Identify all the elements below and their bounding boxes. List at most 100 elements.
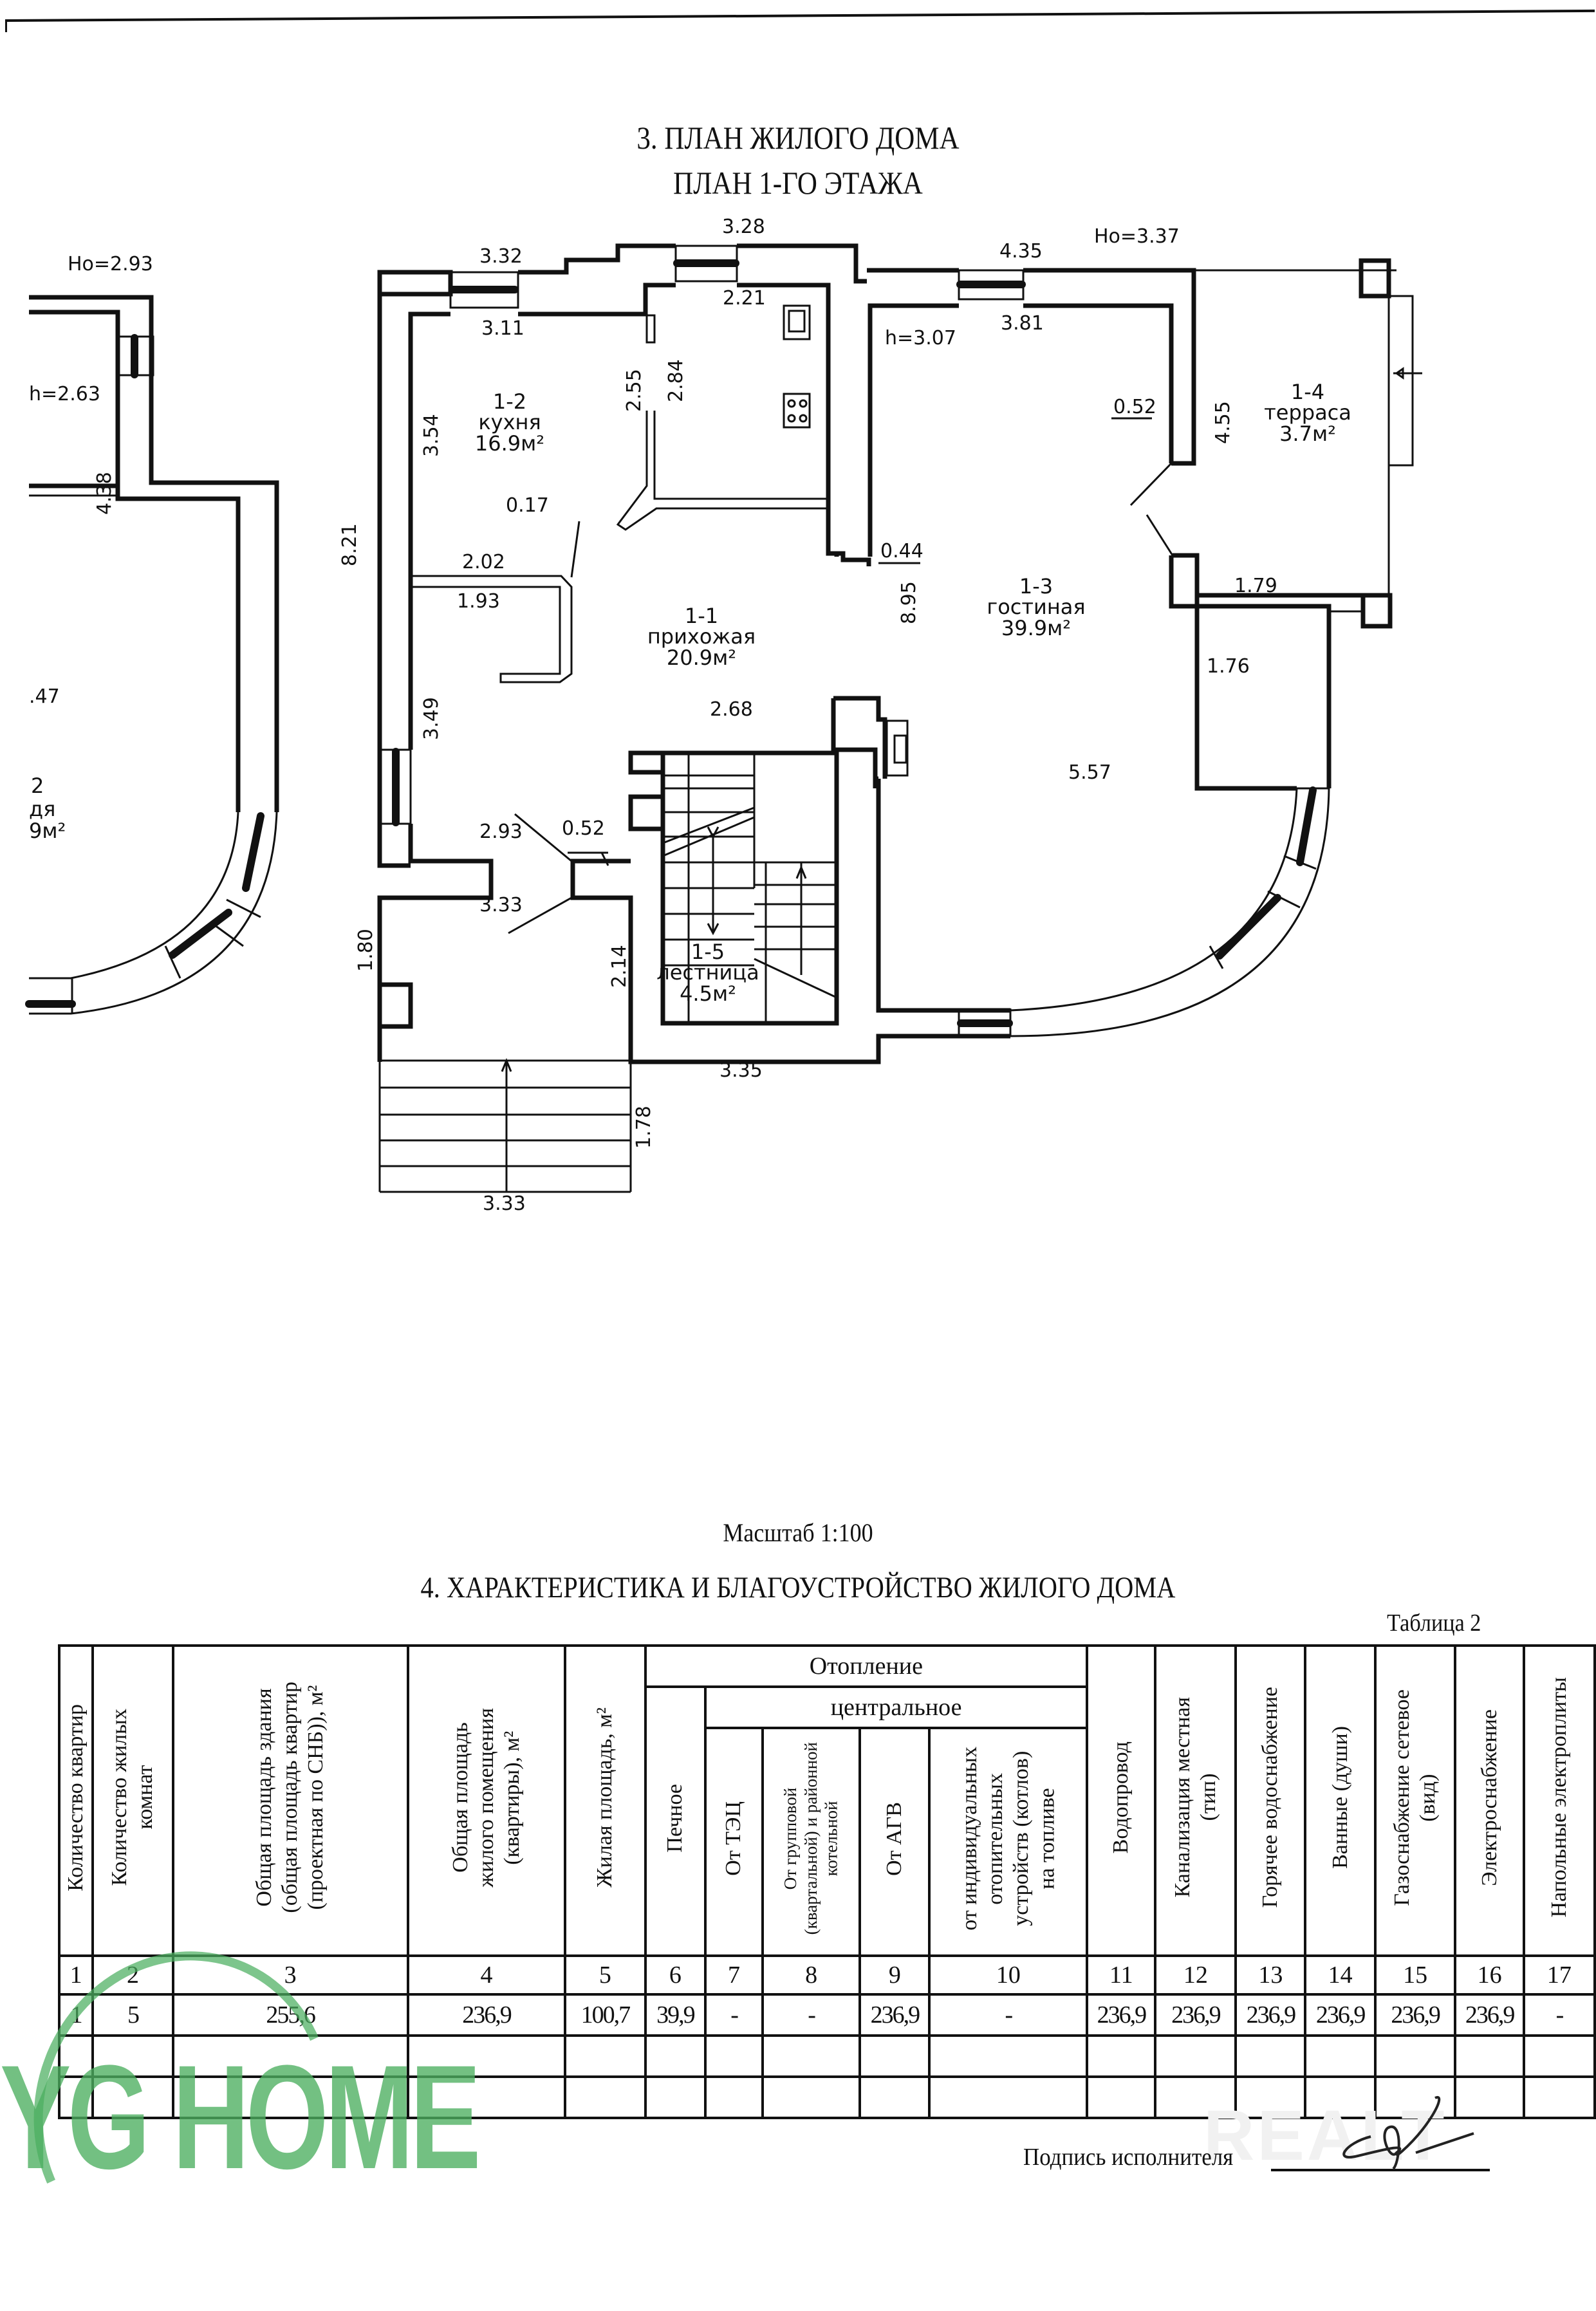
column-number: 6 [644,1954,707,1996]
page-corner-mark [5,19,7,32]
header-central-group: центральное [704,1685,1089,1729]
dim-3-32: 3.32 [479,245,523,268]
cell-sewerage: 236,9 [1154,1993,1238,2037]
header-gas-supply: Газоснабжение сетевое (вид) [1373,1644,1457,1957]
header-sewerage: Канализация местная (тип) [1154,1644,1238,1957]
dim-1-79: 1.79 [1234,575,1277,597]
yg-home-watermark: YG HOME [0,2034,481,2200]
table-label: Таблица 2 [1387,1610,1481,1637]
table-header-row-3: От ТЭЦ От групповой (квартальной) и райо… [59,1727,1595,1957]
cell-electric-stoves: - [1522,1993,1596,2037]
header-stove-heating: Печное [644,1685,707,1957]
dim-2-93: 2.93 [479,821,523,843]
room-name: прихожая [647,624,756,649]
table-row: 1 5 255,6 236,9 100,7 39,9 - - 236,9 - 2… [57,1993,1596,2037]
room-area: 4.5м² [680,981,736,1006]
column-number: 8 [761,1954,862,1996]
direction-arrows [501,826,807,1072]
dim-3-81: 3.81 [1001,312,1044,335]
signature-line [1271,2169,1490,2171]
section-4-title: 4. ХАРАКТЕРИСТИКА И БЛАГОУСТРОЙСТВО ЖИЛО… [420,1571,1176,1604]
cell-electricity: 236,9 [1454,1993,1525,2037]
room-label-kitchen: 1-2 кухня 16.9м² [475,389,544,456]
dim-3-28: 3.28 [722,216,765,238]
header-baths: Ванные (души) [1304,1644,1377,1957]
dim-3-33-hall: 3.33 [479,894,523,916]
header-water-supply: Водопровод [1086,1644,1157,1957]
room-label-hallway: 1-1 прихожая 20.9м² [647,604,756,670]
dim-2-68: 2.68 [710,698,753,721]
cell-from-agv: 236,9 [858,1993,931,2037]
column-number: 13 [1234,1954,1307,1996]
room-area: 16.9м² [475,431,544,456]
signature-scribble [1342,2095,1474,2170]
header-electricity: Электроснабжение [1454,1644,1525,1957]
floor-plan-title: ПЛАН 1-ГО ЭТАЖА [673,165,923,201]
header-individual-heating: от индивидуальных отопительных устройств… [928,1727,1089,1957]
header-total-building-area: Общая площадь здания (общая площадь квар… [171,1644,409,1957]
dim-3-35: 3.35 [719,1059,763,1082]
header-total-dwelling-area: Общая площадь жилого помещения (квартиры… [406,1644,567,1957]
dim-0-17: 0.17 [506,494,549,517]
dim-1-76: 1.76 [1207,655,1250,678]
header-apartments-count: Количество квартир [57,1644,95,1957]
cell-water-supply: 236,9 [1086,1993,1157,2037]
section-3-title: 3. ПЛАН ЖИЛОГО ДОМА [636,120,960,156]
signature-label: Подпись исполнителя [1023,2144,1234,2171]
cell-from-tec: - [704,1993,764,2037]
dim-5-57: 5.57 [1068,761,1111,784]
header-from-agv: От АГВ [858,1727,931,1957]
table-header-row-2: Печное центральное [59,1685,1595,1957]
dim-3-54: 3.54 [420,414,443,457]
dim-left-fragment: .47 [29,685,60,708]
cell-apartments: 1 [57,1993,95,2037]
column-number: 17 [1522,1954,1596,1996]
dim-0-52-terrace: 0.52 [1113,396,1156,418]
cell-building-area: 255,6 [171,1993,409,2037]
characteristics-table: Количество квартир Количество жилых комн… [57,1644,1596,2119]
cell-baths: 236,9 [1304,1993,1377,2037]
cell-stove-heating: 39,9 [644,1993,707,2037]
dim-4-35: 4.35 [999,240,1043,263]
column-number: 7 [704,1954,764,1996]
column-number: 14 [1304,1954,1377,1996]
height-label-main-outer: Ho=3.37 [1094,225,1180,248]
room-id: 1-1 [685,604,718,628]
column-number: 1 [57,1954,95,1996]
dim-3-33-porch: 3.33 [483,1193,526,1215]
room-label-terrace: 1-4 терраса 3.7м² [1264,380,1351,446]
column-number: 10 [928,1954,1089,1996]
cell-rooms: 5 [91,1993,174,2037]
dim-8-95: 8.95 [898,581,920,624]
room-id: 1-3 [1019,574,1053,599]
dim-2-21: 2.21 [723,287,766,310]
cell-gas-supply: 236,9 [1373,1993,1457,2037]
header-from-tec: От ТЭЦ [704,1727,764,1957]
room-name: гостиная [987,595,1085,619]
dim-2-14: 2.14 [608,945,631,988]
room-id: 1-5 [691,940,725,964]
cell-dwelling-area: 236,9 [406,1993,567,2037]
room-name: лестница [656,960,759,985]
left-room-area-fragment: 9м² [29,819,66,843]
cell-living-area: 100,7 [564,1993,647,2037]
table-empty-row [57,2075,1596,2119]
dim-0-44: 0.44 [880,540,923,562]
room-area: 3.7м² [1279,422,1336,446]
room-label-staircase: 1-5 лестница 4.5м² [656,940,759,1006]
table-column-numbers: 1 2 3 4 5 6 7 8 9 10 11 12 13 14 15 16 1… [57,1954,1596,1996]
cell-individual-heating: - [928,1993,1089,2037]
dim-2-02: 2.02 [462,551,505,573]
dim-1-78: 1.78 [633,1106,655,1149]
dim-4-55: 4.55 [1212,401,1234,444]
dim-2-55: 2.55 [623,369,645,412]
dim-8-21: 8.21 [339,523,361,566]
left-room-name-fragment: дя [29,797,55,821]
room-name: терраса [1264,400,1351,425]
column-number: 5 [564,1954,647,1996]
column-number: 2 [91,1954,174,1996]
main-building-walls [377,243,1422,1193]
room-id: 1-4 [1291,380,1324,404]
header-electric-stoves: Напольные электроплиты [1522,1644,1596,1957]
dim-1-80: 1.80 [355,929,377,972]
